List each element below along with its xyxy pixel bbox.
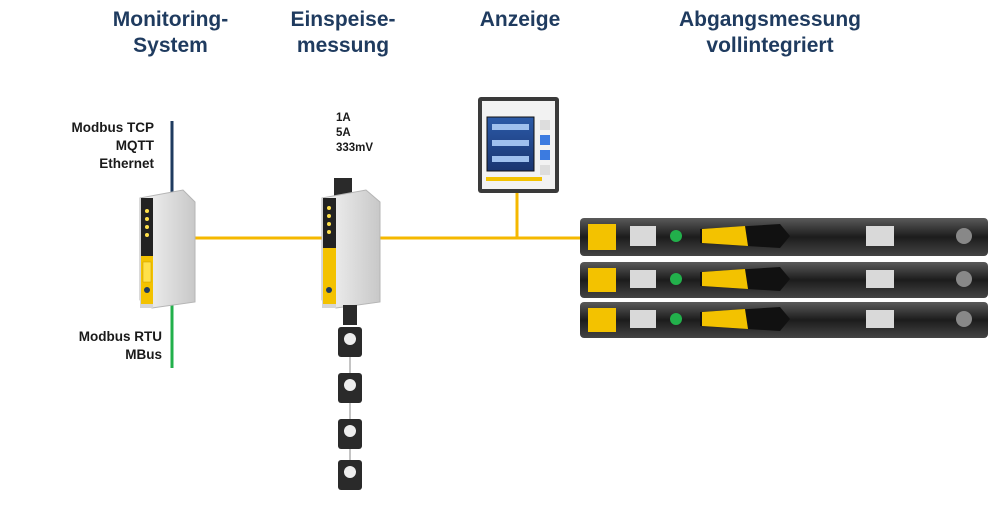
din-rail-monitoring-module-icon bbox=[139, 189, 196, 309]
fuse-switch-disconnector-icon bbox=[580, 218, 988, 338]
protocol-label-ethernet: Modbus TCP MQTT Ethernet bbox=[71, 120, 155, 171]
heading-monitoring-system: Monitoring- System bbox=[112, 8, 229, 57]
panel-display-icon bbox=[478, 97, 559, 193]
protocol-label-rtu: Modbus RTU MBus bbox=[78, 329, 162, 362]
heading-display: Anzeige bbox=[479, 8, 561, 31]
din-rail-measurement-module-icon bbox=[321, 178, 381, 325]
heading-feed-measurement: Einspeise- messung bbox=[290, 8, 396, 57]
heading-outgoing-measurement: Abgangsmessung vollintegriert bbox=[678, 8, 862, 57]
current-transformer-icon bbox=[338, 327, 362, 490]
input-range-label: 1A 5A 333mV bbox=[336, 112, 374, 154]
